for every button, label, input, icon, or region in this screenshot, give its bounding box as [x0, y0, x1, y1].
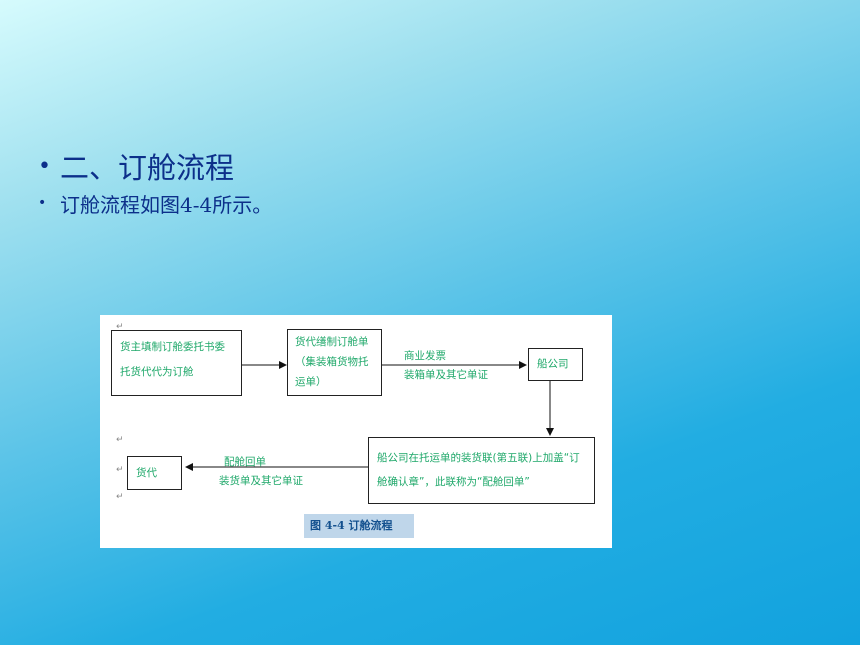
box-booking-confirmation: 船公司在托运单的装货联(第五联)上加盖“订 舱确认章”，此联称为“配舱回单”: [368, 437, 595, 504]
box-text: 船公司: [537, 358, 569, 370]
return-mark: ↵: [116, 465, 124, 475]
bullet-heading: • 二、订舱流程: [38, 144, 272, 188]
arrow-label-invoice: 商业发票: [404, 350, 446, 362]
box-text: 货代: [136, 467, 157, 479]
box-forwarder-booking-note: 货代缮制订舱单 （集装箱货物托 运单）: [287, 329, 382, 396]
box-text: （集装箱货物托: [295, 356, 369, 368]
bullet-marker: •: [38, 195, 47, 211]
box-shipper-booking-request: 货主填制订舱委托书委 托货代代为订舱: [111, 330, 242, 396]
bullet-list: • 二、订舱流程 • 订舱流程如图4-4所示。: [38, 144, 272, 218]
arrow-label-allocation-slip: 配舱回单: [224, 456, 266, 468]
return-mark: ↵: [116, 435, 124, 445]
flow-arrows: [185, 361, 554, 471]
bullet-body: • 订舱流程如图4-4所示。: [38, 188, 272, 218]
arrow-label-packing-list: 装箱单及其它单证: [404, 369, 488, 381]
box-text: 舱确认章”，此联称为“配舱回单”: [377, 476, 530, 488]
figure-caption: 图 4-4 订舱流程: [304, 514, 414, 538]
arrow-label-shipping-order: 装货单及其它单证: [219, 475, 303, 487]
box-text: 运单）: [295, 376, 327, 388]
bullet-marker: •: [38, 153, 51, 179]
box-text: 船公司在托运单的装货联(第五联)上加盖“订: [377, 452, 580, 464]
box-text: 托货代代为订舱: [120, 366, 194, 378]
body-text: 订舱流程如图4-4所示。: [60, 192, 273, 217]
return-mark: ↵: [116, 492, 124, 502]
box-freight-forwarder: 货代: [127, 456, 182, 490]
section-heading: 二、订舱流程: [60, 151, 235, 185]
box-text: 货代缮制订舱单: [295, 336, 369, 348]
return-mark: ↵: [116, 322, 124, 332]
booking-flow-diagram: ↵ ↵ ↵ ↵ 货主填制订舱委托书委 托货代代为订舱 货代缮制订舱单 （集装箱货…: [100, 315, 612, 548]
box-text: 货主填制订舱委托书委: [120, 341, 225, 353]
box-shipping-company: 船公司: [528, 348, 583, 381]
